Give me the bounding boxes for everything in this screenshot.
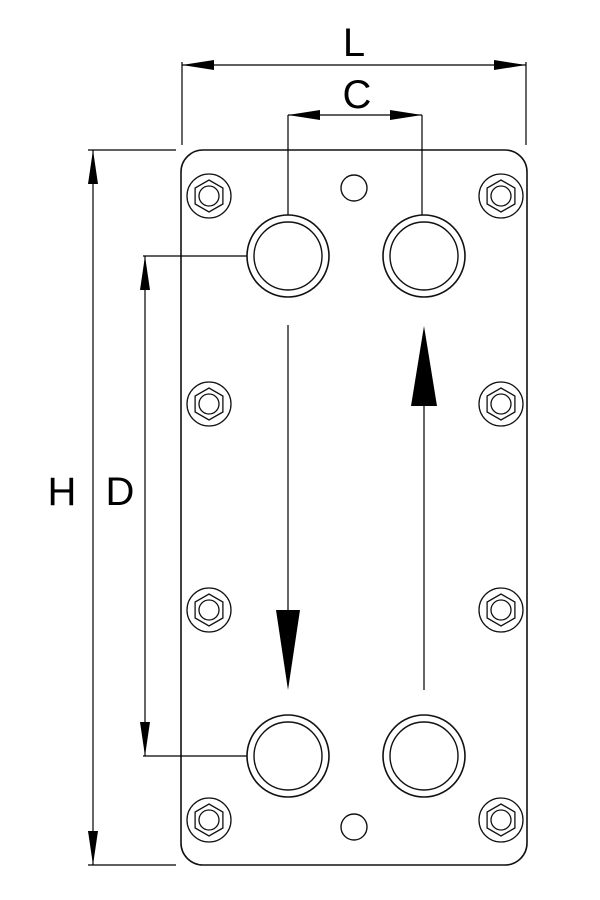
dimension-l: L xyxy=(181,21,527,145)
port-top-right xyxy=(382,214,466,298)
bolt xyxy=(478,797,524,843)
flow-arrow-down xyxy=(276,325,300,690)
bolt xyxy=(186,587,232,633)
port-bottom-right xyxy=(382,714,466,798)
port-bottom-left xyxy=(246,714,330,798)
bolt xyxy=(478,381,524,427)
hole-bottom xyxy=(340,813,368,841)
dimension-label-h: H xyxy=(48,470,77,514)
bolts xyxy=(186,173,524,843)
dimension-label-d: D xyxy=(106,470,135,514)
bolt xyxy=(186,797,232,843)
dimension-label-l: L xyxy=(343,21,365,65)
dimension-label-c: C xyxy=(343,73,372,117)
plate-outline xyxy=(180,149,528,866)
flow-arrow-up xyxy=(411,326,437,690)
bolt xyxy=(478,587,524,633)
dimension-c: C xyxy=(287,73,423,255)
bolt xyxy=(186,381,232,427)
bolt xyxy=(478,173,524,219)
dimension-h: H xyxy=(48,149,176,866)
port-top-left xyxy=(246,214,330,298)
bolt xyxy=(186,173,232,219)
hole-top xyxy=(340,174,368,202)
